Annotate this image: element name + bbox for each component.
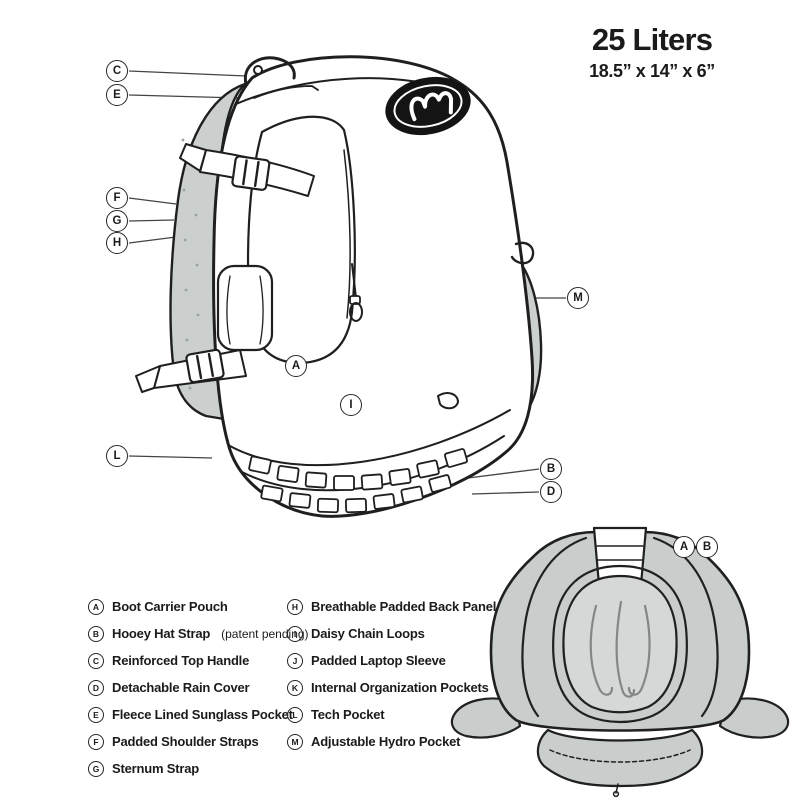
- legend-item: G Sternum Strap: [88, 760, 309, 777]
- legend-letter-badge: I: [287, 625, 303, 642]
- legend-label: Boot Carrier Pouch: [112, 599, 228, 614]
- legend-letter-badge: D: [88, 679, 104, 696]
- clip-hook: [349, 302, 363, 322]
- daisy-chain-row-2: [260, 474, 452, 514]
- legend-letter-badge: H: [287, 598, 303, 615]
- hooey-logo: [385, 76, 471, 136]
- callout-i: I: [340, 394, 362, 416]
- legend-letter-badge: B: [88, 625, 104, 642]
- legend-right-column: H Breathable Padded Back Panel I Daisy C…: [287, 598, 496, 750]
- legend-label: Hooey Hat Strap: [112, 626, 211, 641]
- tech-pocket-seam-right: [259, 275, 264, 345]
- sunglass-pocket-zipper: [253, 85, 319, 99]
- page-title: 25 Liters: [591, 22, 713, 57]
- callout-d: D: [540, 481, 562, 503]
- callout-c: C: [106, 60, 128, 82]
- legend-label: Fleece Lined Sunglass Pocket: [112, 707, 293, 722]
- callout-a: A: [285, 355, 307, 377]
- legend-label: Padded Shoulder Straps: [112, 734, 259, 749]
- back-callout-a: A: [673, 536, 695, 558]
- legend-item: E Fleece Lined Sunglass Pocket: [88, 706, 309, 723]
- back-pad-outer-ring: [552, 564, 688, 724]
- callout-f: F: [106, 187, 128, 209]
- legend-item: F Padded Shoulder Straps: [88, 733, 309, 750]
- legend-label: Adjustable Hydro Pocket: [311, 734, 461, 749]
- legend-letter-badge: A: [88, 598, 104, 615]
- legend-label: Reinforced Top Handle: [112, 653, 250, 668]
- bottom-d-ring: [437, 392, 459, 410]
- callout-e: E: [106, 84, 128, 106]
- legend-left-column: A Boot Carrier Pouch B Hooey Hat Strap (…: [88, 598, 309, 777]
- legend-letter-badge: L: [287, 706, 303, 723]
- back-right-flap: [718, 697, 790, 739]
- callout-b: B: [540, 458, 562, 480]
- legend-item: A Boot Carrier Pouch: [88, 598, 309, 615]
- back-pad: [562, 574, 678, 714]
- callout-h: H: [106, 232, 128, 254]
- lower-strap-tail: [135, 365, 161, 393]
- legend-note: (patent pending): [221, 626, 309, 641]
- legend-letter-badge: M: [287, 733, 303, 750]
- legend-item: L Tech Pocket: [287, 706, 496, 723]
- handle-clip: [253, 65, 263, 75]
- legend-letter-badge: E: [88, 706, 104, 723]
- back-pad-channels: [589, 600, 651, 698]
- legend-item: J Padded Laptop Sleeve: [287, 652, 496, 669]
- backpack-back-view: [450, 526, 790, 798]
- tech-pocket: [216, 264, 274, 352]
- legend-item: K Internal Organization Pockets: [287, 679, 496, 696]
- daisy-chain-row-1: [248, 448, 468, 491]
- back-bottom-pouch: [536, 728, 704, 788]
- legend-letter-badge: K: [287, 679, 303, 696]
- back-left-flap: [450, 697, 522, 739]
- clip-strap: [351, 263, 357, 299]
- tech-pocket-seam-left: [226, 275, 231, 345]
- lower-buckle: [185, 348, 225, 384]
- dimensions-text: 18.5” x 14” x 6”: [589, 61, 715, 81]
- callout-m: M: [567, 287, 589, 309]
- top-handle: [243, 56, 296, 86]
- legend-item: B Hooey Hat Strap (patent pending): [88, 625, 309, 642]
- upper-buckle: [231, 155, 271, 191]
- legend-label: Breathable Padded Back Panel: [311, 599, 497, 614]
- backpack-front-view: [135, 55, 543, 518]
- legend-label: Internal Organization Pockets: [311, 680, 489, 695]
- legend-label: Detachable Rain Cover: [112, 680, 250, 695]
- legend-item: M Adjustable Hydro Pocket: [287, 733, 496, 750]
- pouch-zipper-line: [343, 149, 351, 319]
- legend-label: Padded Laptop Sleeve: [311, 653, 446, 668]
- callout-g: G: [106, 210, 128, 232]
- legend-item: H Breathable Padded Back Panel: [287, 598, 496, 615]
- back-callout-b: B: [696, 536, 718, 558]
- legend-letter-badge: F: [88, 733, 104, 750]
- legend-letter-badge: G: [88, 760, 104, 777]
- legend-letter-badge: C: [88, 652, 104, 669]
- legend-letter-badge: J: [287, 652, 303, 669]
- legend-item: C Reinforced Top Handle: [88, 652, 309, 669]
- title-block: 25 Liters 18.5” x 14” x 6”: [567, 22, 737, 82]
- legend-label: Daisy Chain Loops: [311, 626, 425, 641]
- pouch-zipper: [549, 749, 691, 763]
- legend-label: Tech Pocket: [311, 707, 385, 722]
- legend-item: I Daisy Chain Loops: [287, 625, 496, 642]
- legend-label: Sternum Strap: [112, 761, 199, 776]
- legend-item: D Detachable Rain Cover: [88, 679, 309, 696]
- upper-strap-tail: [179, 143, 207, 172]
- callout-l: L: [106, 445, 128, 467]
- top-d-ring: [510, 241, 535, 265]
- back-left-strap-seam: [521, 536, 588, 718]
